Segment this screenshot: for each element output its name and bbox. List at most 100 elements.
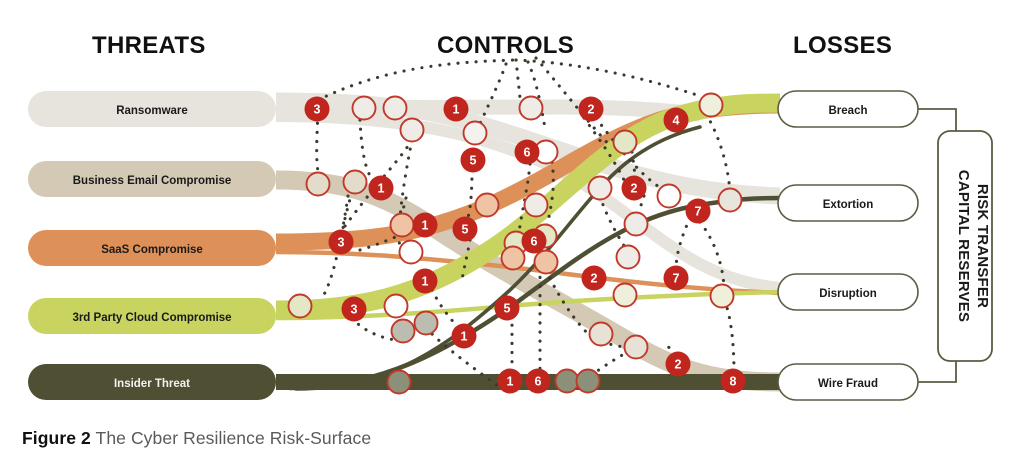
loss-node-breach[interactable]: Breach xyxy=(777,90,919,128)
loss-label: Breach xyxy=(829,105,868,117)
loss-node-group: Breach Extortion Disruption Wire Fraud xyxy=(777,90,919,401)
control-badge-number: 1 xyxy=(507,375,514,389)
control-ring[interactable] xyxy=(709,283,735,309)
figure-caption: Figure 2 The Cyber Resilience Risk-Surfa… xyxy=(22,428,371,449)
control-ring[interactable] xyxy=(305,171,331,197)
control-badge-1[interactable]: 1 xyxy=(443,96,469,122)
control-badge-number: 5 xyxy=(504,302,511,316)
control-badge-4[interactable]: 4 xyxy=(663,107,689,133)
control-badge-8[interactable]: 8 xyxy=(720,368,746,394)
control-badge-6[interactable]: 6 xyxy=(514,139,540,165)
control-ring[interactable] xyxy=(615,244,641,270)
control-badge-2[interactable]: 2 xyxy=(581,265,607,291)
control-badge-number: 4 xyxy=(673,114,680,128)
control-badge-5[interactable]: 5 xyxy=(452,216,478,242)
control-badge-group: 3 1 2 4 5 6 1 2 7 1 5 6 3 1 2 7 3 5 1 2 1 6 8 xyxy=(304,96,746,394)
control-ring[interactable] xyxy=(523,192,549,218)
control-ring[interactable] xyxy=(390,318,416,344)
control-badge-6[interactable]: 6 xyxy=(525,368,551,394)
control-badge-7[interactable]: 7 xyxy=(663,265,689,291)
control-badge-number: 3 xyxy=(314,103,321,117)
control-ring[interactable] xyxy=(383,293,409,319)
control-badge-number: 1 xyxy=(378,182,385,196)
column-heading-losses: LOSSES xyxy=(793,32,892,59)
control-ring[interactable] xyxy=(656,183,682,209)
figure-caption-text: The Cyber Resilience Risk-Surface xyxy=(95,428,372,448)
control-badge-number: 6 xyxy=(535,375,542,389)
control-badge-number: 8 xyxy=(730,375,737,389)
control-ring[interactable] xyxy=(382,95,408,121)
control-badge-6[interactable]: 6 xyxy=(521,228,547,254)
control-ring[interactable] xyxy=(575,368,601,394)
control-ring[interactable] xyxy=(351,95,377,121)
threat-node-insider-threat[interactable]: Insider Threat xyxy=(28,364,276,400)
figure-number: Figure 2 xyxy=(22,428,91,448)
threat-node-third-party-cloud[interactable]: 3rd Party Cloud Compromise xyxy=(28,298,276,334)
control-ring[interactable] xyxy=(287,293,313,319)
control-ring[interactable] xyxy=(612,129,638,155)
threat-node-ransomware[interactable]: Ransomware xyxy=(28,91,276,127)
control-ring[interactable] xyxy=(462,120,488,146)
control-badge-2[interactable]: 2 xyxy=(621,175,647,201)
control-badge-number: 6 xyxy=(524,146,531,160)
control-ring[interactable] xyxy=(698,92,724,118)
control-ring[interactable] xyxy=(500,245,526,271)
control-badge-1[interactable]: 1 xyxy=(412,212,438,238)
control-badge-1[interactable]: 1 xyxy=(451,323,477,349)
control-badge-3[interactable]: 3 xyxy=(304,96,330,122)
risk-transfer-line2: CAPITAL RESERVES xyxy=(955,170,972,322)
control-ring[interactable] xyxy=(717,187,743,213)
control-network-dotted-links xyxy=(315,56,736,392)
control-ring[interactable] xyxy=(386,369,412,395)
control-badge-2[interactable]: 2 xyxy=(665,351,691,377)
threat-node-group: Ransomware Business Email Compromise Saa… xyxy=(28,91,276,400)
control-badge-number: 2 xyxy=(675,358,682,372)
control-ring[interactable] xyxy=(342,169,368,195)
control-badge-number: 1 xyxy=(461,330,468,344)
control-ring[interactable] xyxy=(398,239,424,265)
risk-transfer-group[interactable]: RISK TRANSFER CAPITAL RESERVES xyxy=(918,108,993,383)
control-badge-number: 1 xyxy=(453,103,460,117)
control-ring[interactable] xyxy=(399,117,425,143)
control-ring[interactable] xyxy=(612,282,638,308)
control-badge-number: 7 xyxy=(673,272,680,286)
control-ring[interactable] xyxy=(389,212,415,238)
control-badge-number: 2 xyxy=(591,272,598,286)
control-badge-5[interactable]: 5 xyxy=(460,147,486,173)
control-badge-number: 3 xyxy=(338,236,345,250)
control-ring[interactable] xyxy=(554,368,580,394)
control-ring[interactable] xyxy=(588,321,614,347)
risk-transfer-box[interactable] xyxy=(937,130,993,362)
control-ring[interactable] xyxy=(474,192,500,218)
threat-label: Business Email Compromise xyxy=(73,175,232,187)
loss-node-disruption[interactable]: Disruption xyxy=(777,273,919,311)
threat-node-bec[interactable]: Business Email Compromise xyxy=(28,161,276,197)
threat-node-saas[interactable]: SaaS Compromise xyxy=(28,230,276,266)
control-ring[interactable] xyxy=(533,249,559,275)
control-badge-1[interactable]: 1 xyxy=(368,175,394,201)
control-badge-number: 5 xyxy=(462,223,469,237)
threat-label: Insider Threat xyxy=(114,378,190,390)
control-ring[interactable] xyxy=(587,175,613,201)
loss-node-extortion[interactable]: Extortion xyxy=(777,184,919,222)
column-heading-controls: CONTROLS xyxy=(437,32,574,59)
loss-node-wire-fraud[interactable]: Wire Fraud xyxy=(777,363,919,401)
control-ring[interactable] xyxy=(518,95,544,121)
control-badge-7[interactable]: 7 xyxy=(685,198,711,224)
control-ring[interactable] xyxy=(623,334,649,360)
control-ring[interactable] xyxy=(623,211,649,237)
control-badge-3[interactable]: 3 xyxy=(328,229,354,255)
control-badge-number: 2 xyxy=(631,182,638,196)
control-badge-3[interactable]: 3 xyxy=(341,296,367,322)
column-heading-threats: THREATS xyxy=(92,32,206,59)
threat-label: 3rd Party Cloud Compromise xyxy=(72,312,231,324)
control-badge-5[interactable]: 5 xyxy=(494,295,520,321)
control-badge-number: 3 xyxy=(351,303,358,317)
control-badge-number: 5 xyxy=(470,154,477,168)
control-ring[interactable] xyxy=(413,310,439,336)
control-badge-1[interactable]: 1 xyxy=(497,368,523,394)
control-badge-number: 1 xyxy=(422,275,429,289)
control-badge-2[interactable]: 2 xyxy=(578,96,604,122)
control-badge-1[interactable]: 1 xyxy=(412,268,438,294)
